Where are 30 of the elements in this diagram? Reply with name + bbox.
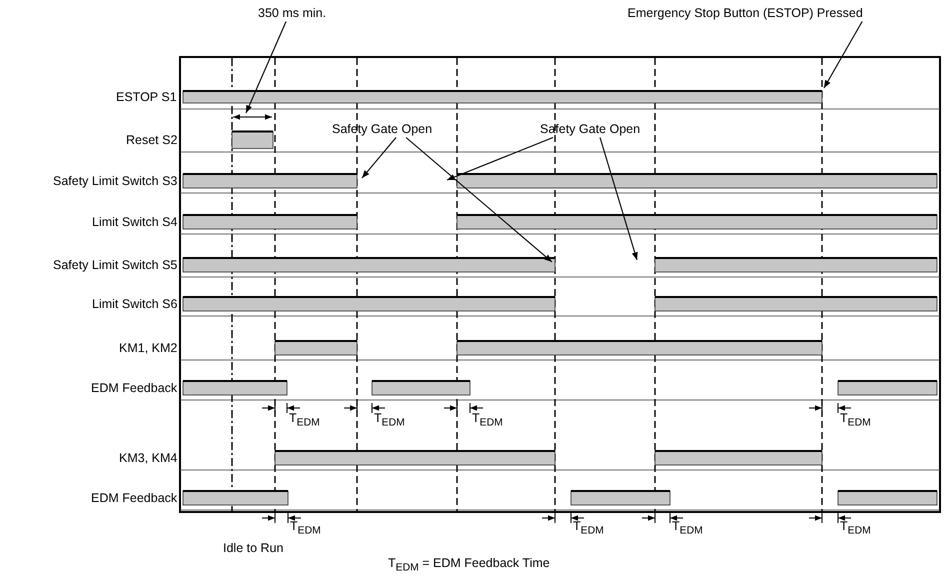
signal-name: KM1, KM2 [119,340,178,356]
timing-label: T$_{EDM}$ [672,519,703,538]
signal-name: EDM Feedback [91,490,178,506]
callout-text: 350 ms min. [258,6,326,20]
timing-label: T$_{EDM}$ [840,519,871,538]
signal-name: Limit Switch S6 [92,296,178,312]
callout-text: Emergency Stop Button (ESTOP) Pressed [628,6,863,20]
signal-name: ESTOP S1 [116,90,177,104]
timing-label: T$_{EDM}$ [472,411,503,430]
timing-label: T$_{EDM}$ [374,411,405,430]
callout-text: Safety Gate Open [540,122,640,136]
callout-text: Safety Gate Open [332,122,432,136]
formula-note: T$_{EDM}$ = EDM Feedback Time [388,556,550,576]
signal-name: Safety Limit Switch S3 [53,174,178,188]
leader-arrow [600,137,638,260]
signal-name: Reset S2 [126,132,178,148]
leader-arrow [406,137,552,262]
leader-arrow [824,21,863,88]
timing-label: T$_{EDM}$ [289,411,320,430]
timing-label: T$_{EDM}$ [573,519,604,538]
leader-arrow [362,137,396,178]
timing-label: T$_{EDM}$ [290,519,321,538]
signal-name: EDM Feedback [91,380,178,396]
phase-label: Idle to Run [223,540,284,556]
signal-name: Limit Switch S4 [92,214,178,230]
signal-name: Safety Limit Switch S5 [53,258,178,272]
leader-arrow [246,21,287,114]
leader-arrow [446,136,554,181]
timing-label: T$_{EDM}$ [840,411,871,430]
signal-name: KM3, KM4 [119,450,178,466]
